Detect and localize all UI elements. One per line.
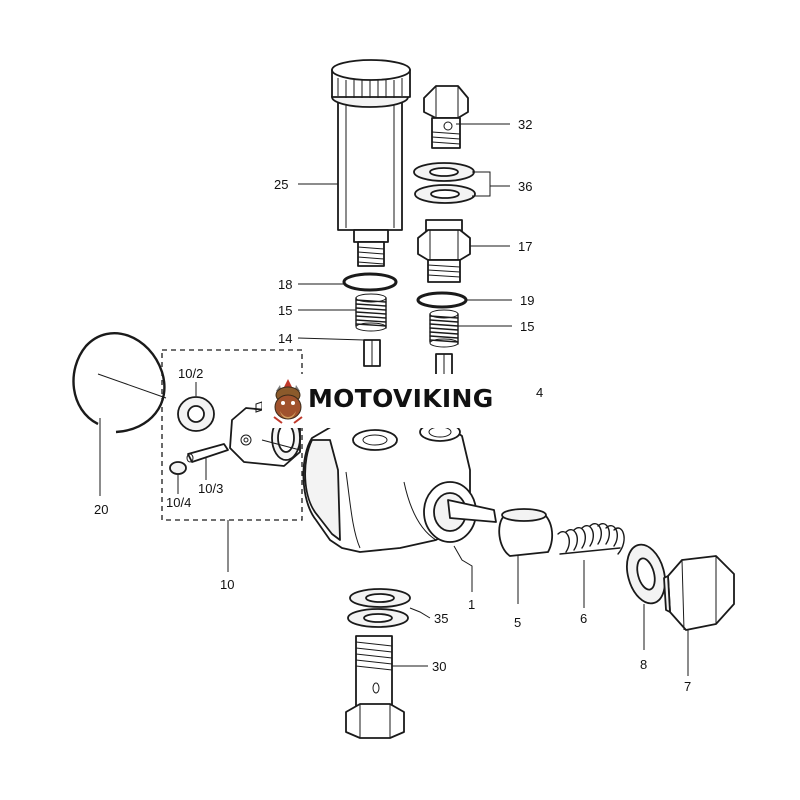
part-8-washer [626, 543, 666, 650]
part-10-3-pin [186, 443, 229, 480]
callout-14: 14 [278, 331, 292, 346]
callout-25: 25 [274, 177, 288, 192]
callout-20: 20 [94, 502, 108, 517]
callout-10-3: 10/3 [198, 481, 223, 496]
part-36-washers [413, 162, 476, 204]
part-15-spring-right [429, 309, 459, 348]
part-5-sleeve [498, 508, 554, 604]
viking-logo-icon [273, 379, 303, 424]
part-35-washers [347, 588, 411, 628]
part-10-4-cap [169, 461, 187, 494]
callout-5: 5 [514, 615, 521, 630]
part-18-o-ring [342, 272, 398, 292]
leader-1 [453, 545, 473, 592]
brand-watermark: MOTOVIKING [262, 374, 536, 428]
brand-name: MOTOVIKING [308, 384, 494, 413]
part-14-valve-left [363, 339, 381, 367]
callout-15-right: 15 [520, 319, 534, 334]
callout-6: 6 [580, 611, 587, 626]
callout-10-2: 10/2 [178, 366, 203, 381]
pump-housing [302, 417, 497, 553]
callout-35: 35 [434, 611, 448, 626]
callout-7: 7 [684, 679, 691, 694]
part-10-group-box [161, 349, 303, 521]
part-6-spring [557, 523, 625, 608]
callout-18: 18 [278, 277, 292, 292]
part-20-snap-ring [72, 332, 167, 496]
callout-30: 30 [432, 659, 446, 674]
callout-1: 1 [468, 597, 475, 612]
callout-10: 10 [220, 577, 234, 592]
callout-19: 19 [520, 293, 534, 308]
callout-32: 32 [518, 117, 532, 132]
part-19-o-ring [416, 291, 468, 309]
part-32-banjo-bolt [423, 85, 469, 149]
part-15-spring-left [355, 293, 387, 332]
leader-lines [297, 123, 512, 667]
callout-8: 8 [640, 657, 647, 672]
callout-15-left: 15 [278, 303, 292, 318]
callout-4: 4 [536, 385, 543, 400]
part-10-2-roller [177, 382, 215, 432]
part-25-priming-pump [331, 59, 411, 267]
callout-labels: 25 32 36 17 18 19 15 15 14 4 10/2 10/3 1… [94, 117, 691, 694]
part-17-hex-union [417, 219, 471, 283]
callout-36: 36 [518, 179, 532, 194]
callout-10-4: 10/4 [166, 495, 191, 510]
part-7-hex-plug [663, 555, 735, 676]
callout-17: 17 [518, 239, 532, 254]
part-30-banjo-bolt [345, 635, 405, 739]
